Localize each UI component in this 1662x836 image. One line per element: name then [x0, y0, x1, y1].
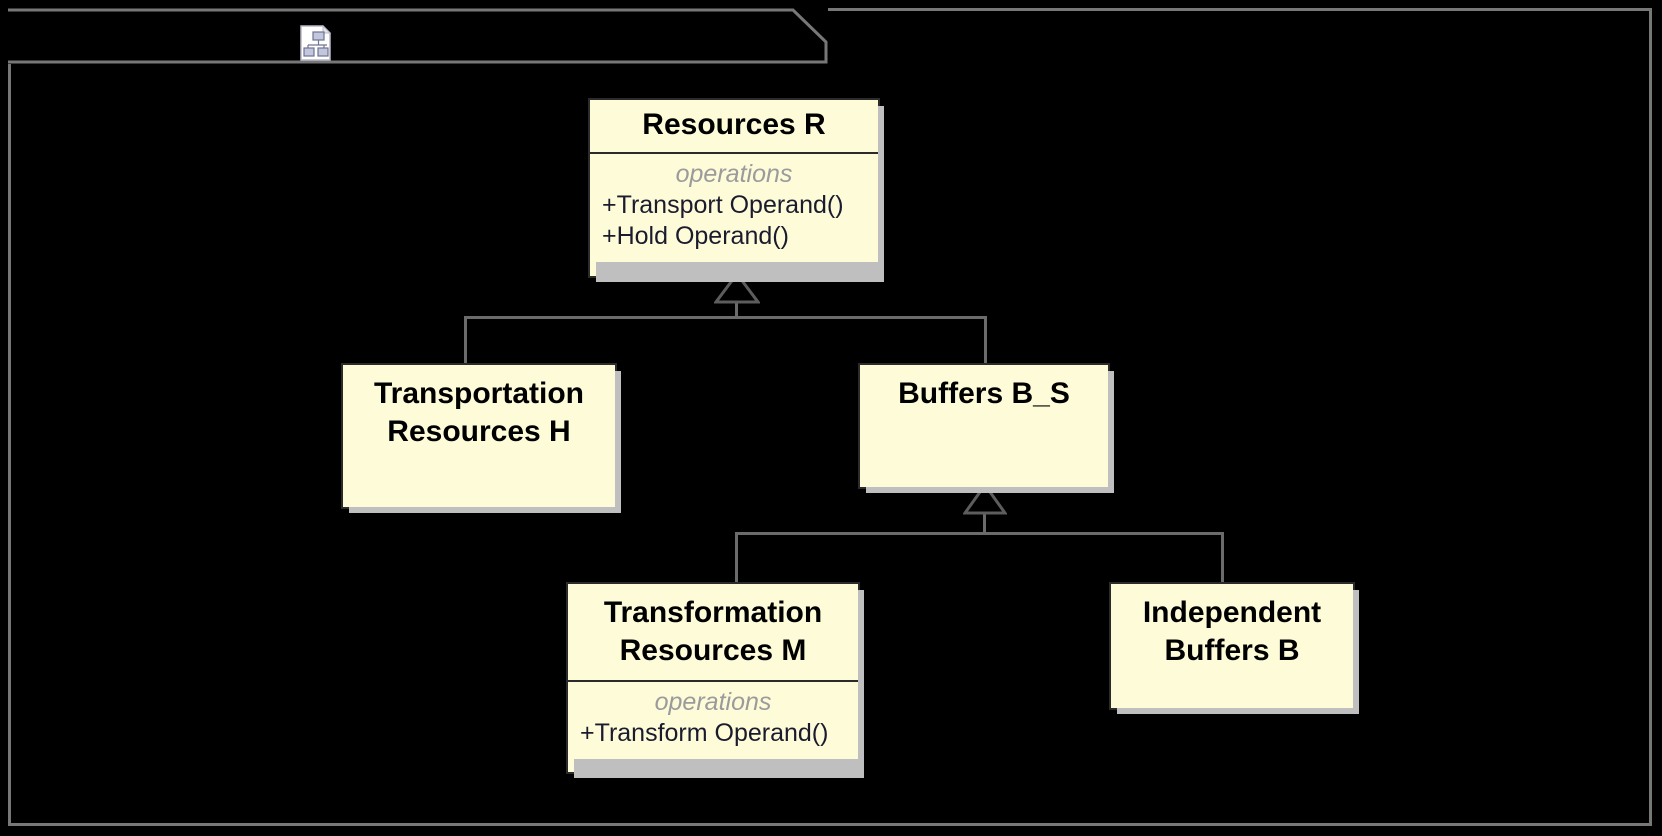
generalization-drop-independent-buffers-b: [1221, 532, 1224, 583]
class-empty-compartment: [343, 461, 615, 507]
generalization-arrow-resources-r: [714, 272, 760, 304]
class-title-transportation-resources-h: Transportation Resources H: [343, 365, 615, 461]
operation-item: +Transport Operand(): [602, 191, 844, 219]
generalization-drop-transportation-resources-h: [464, 316, 467, 365]
class-title-line-1: Transportation: [373, 377, 584, 410]
class-title-line-2: Buffers B: [1164, 634, 1300, 667]
class-box-transportation-resources-h[interactable]: Transportation Resources H: [341, 363, 621, 513]
operation-item: +Hold Operand(): [602, 222, 789, 250]
generalization-arrow-buffers-b-s: [963, 483, 1007, 515]
class-box-independent-buffers-b[interactable]: Independent Buffers B: [1109, 582, 1359, 714]
diagram-frame-header: [8, 8, 828, 64]
class-operations-resources-r: operations +Transport Operand() +Hold Op…: [590, 154, 878, 262]
operations-label: operations: [675, 160, 793, 188]
class-title-resources-r: Resources R: [590, 100, 878, 152]
class-box-resources-r[interactable]: Resources R operations +Transport Operan…: [588, 98, 884, 282]
operation-item: +Transform Operand(): [580, 719, 829, 747]
operations-label: operations: [654, 688, 772, 716]
frame-tab-outline: [8, 8, 828, 64]
class-title-line-2: Resources H: [387, 415, 571, 448]
class-title-independent-buffers-b: Independent Buffers B: [1111, 584, 1353, 680]
class-title-line-1: Transformation: [603, 596, 823, 629]
class-diagram-icon: [299, 24, 332, 61]
class-box-transformation-resources-m[interactable]: Transformation Resources M operations +T…: [566, 582, 864, 778]
class-empty-compartment: [860, 423, 1108, 487]
class-title-line-1: Independent: [1142, 596, 1322, 629]
generalization-drop-transformation-resources-m: [735, 532, 738, 583]
diagram-frame: [8, 8, 1652, 826]
class-empty-compartment: [1111, 680, 1353, 708]
generalization-stem-buffers-b-s: [983, 496, 986, 534]
generalization-drop-buffers-b-s: [984, 316, 987, 365]
generalization-bus-buffers-b-s: [735, 532, 1224, 535]
class-title-transformation-resources-m: Transformation Resources M: [568, 584, 858, 680]
class-title-line-2: Resources M: [619, 634, 807, 667]
class-compartment-divider: [590, 152, 878, 154]
class-title-buffers-b-s: Buffers B_S: [860, 365, 1108, 423]
class-operations-transformation-resources-m: operations +Transform Operand(): [568, 682, 858, 759]
class-compartment-divider: [568, 680, 858, 682]
generalization-bus-resources-r: [464, 316, 987, 319]
class-box-buffers-b-s[interactable]: Buffers B_S: [858, 363, 1114, 493]
